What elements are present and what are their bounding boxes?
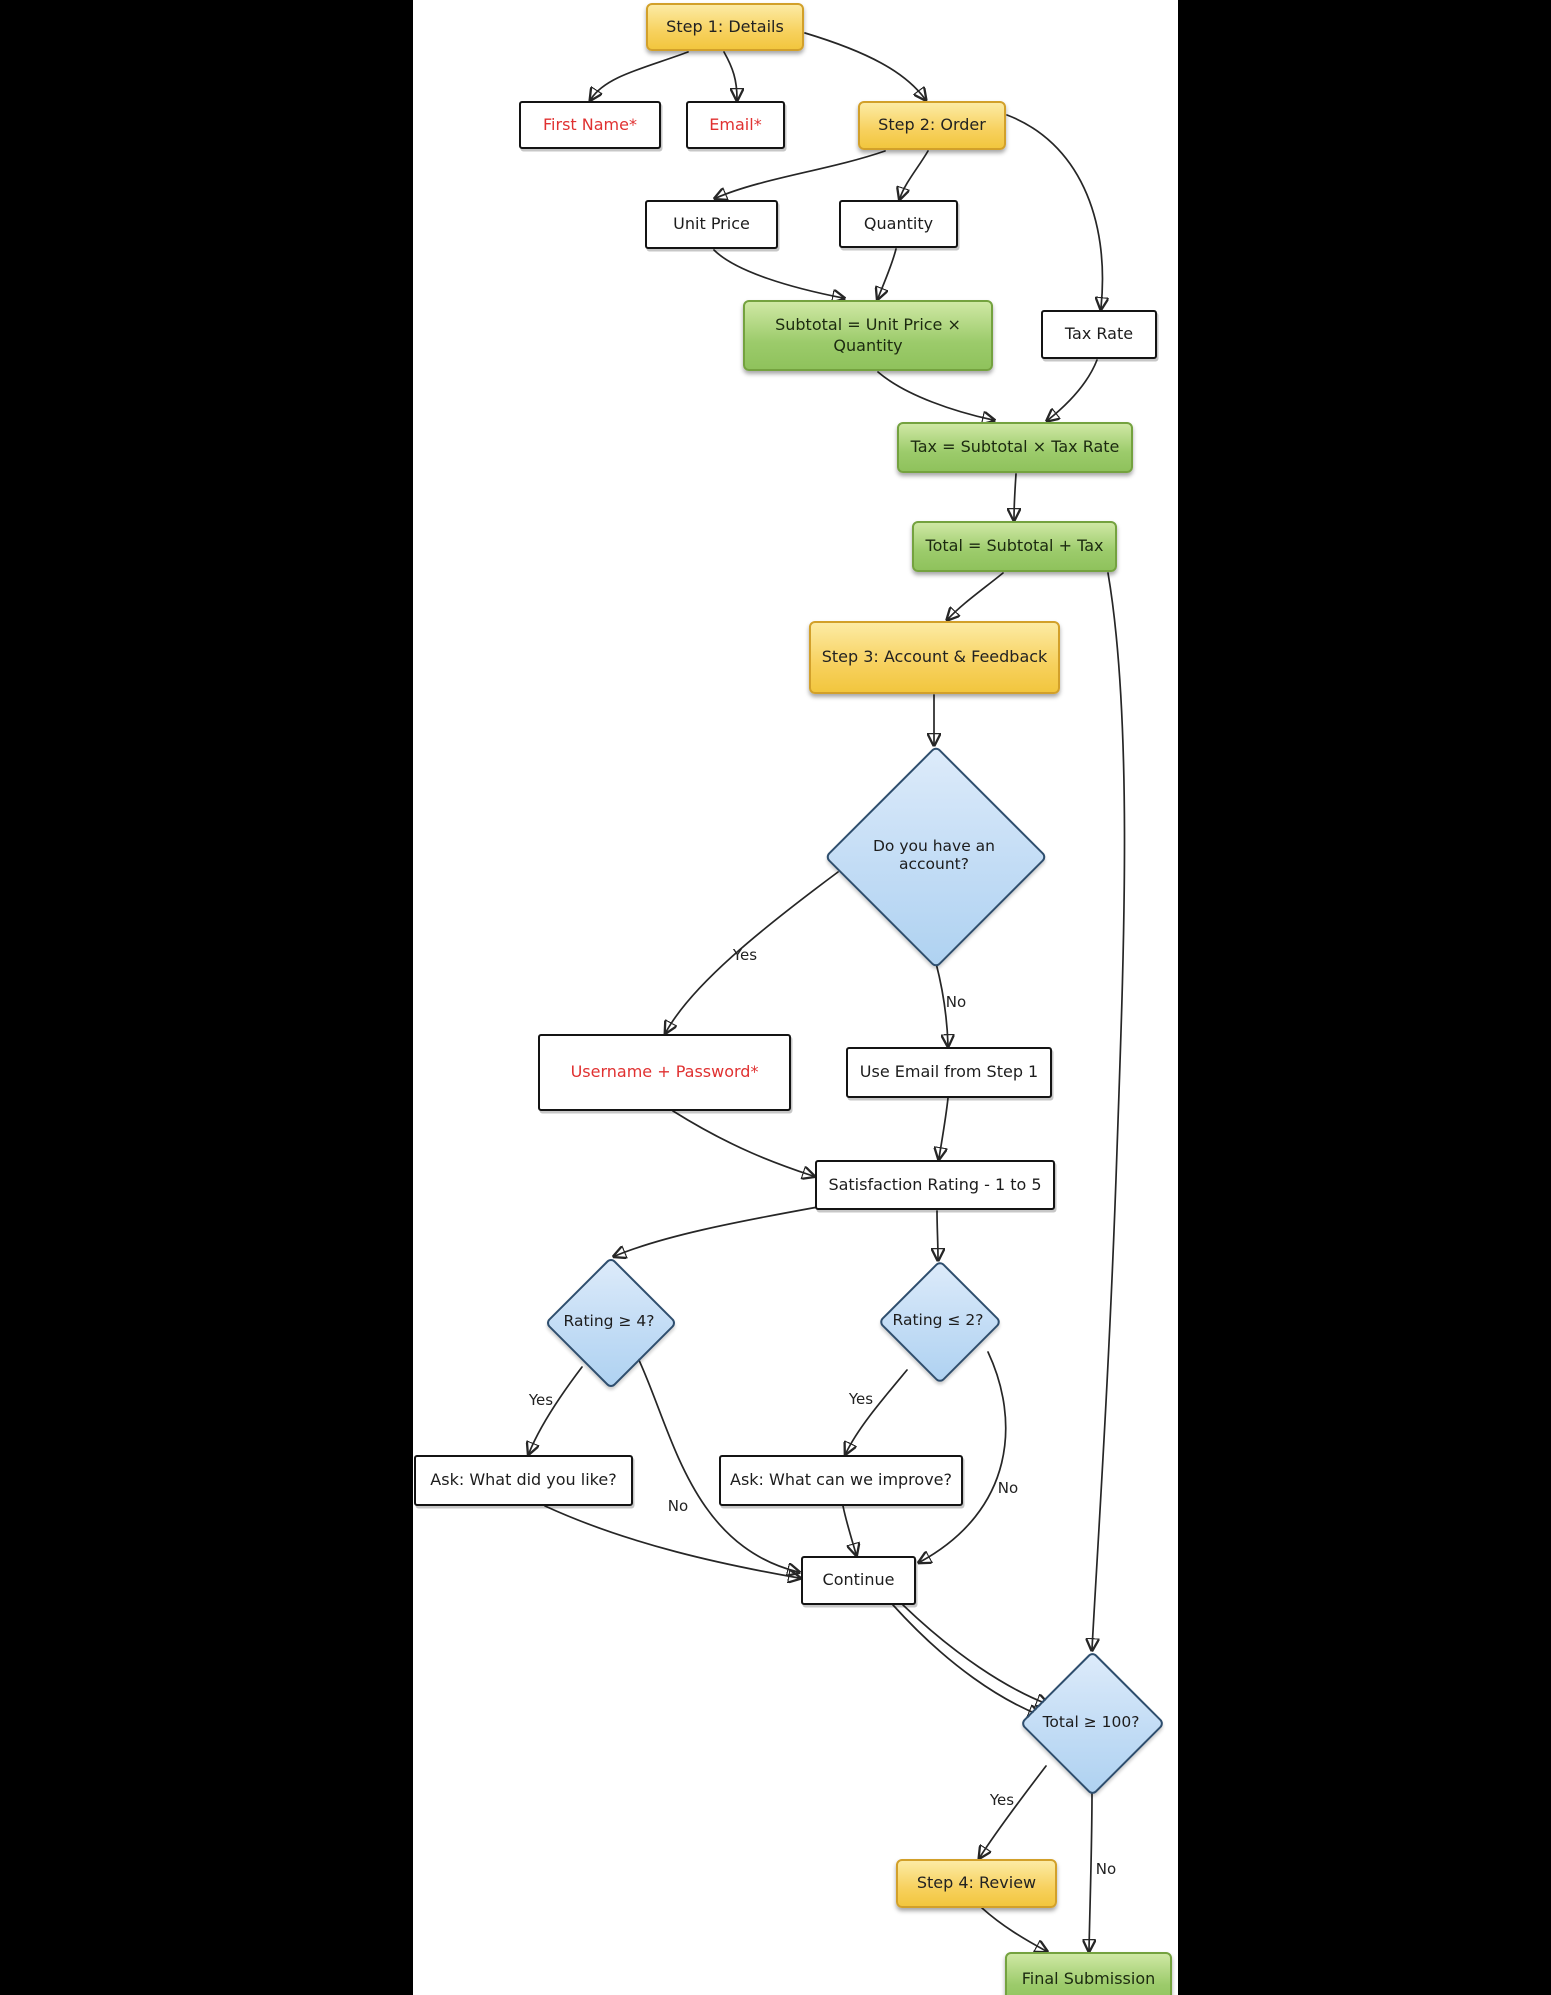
node-rating-ge4-label: Rating ≥ 4?: [563, 1312, 655, 1330]
node-subtotal: Subtotal = Unit Price × Quantity: [743, 300, 993, 371]
node-satisfaction-rating-label: Satisfaction Rating - 1 to 5: [828, 1174, 1042, 1194]
node-step1-label: Step 1: Details: [666, 16, 784, 36]
node-final-submission-label: Final Submission: [1021, 1969, 1156, 1989]
node-rating-le2-label: Rating ≤ 2?: [892, 1311, 984, 1329]
node-tax-rate: Tax Rate: [1041, 310, 1157, 359]
node-tax-rate-label: Tax Rate: [1064, 324, 1134, 344]
letterbox-right: [1178, 0, 1551, 1995]
node-have-account-label: Do you have an account?: [872, 837, 996, 873]
node-ask-like: Ask: What did you like?: [414, 1455, 633, 1506]
node-total-ge100-label: Total ≥ 100?: [1042, 1713, 1140, 1731]
edge-label-account-no: No: [945, 993, 967, 1011]
node-ask-like-label: Ask: What did you like?: [430, 1470, 617, 1490]
node-total-label: Total = Subtotal + Tax: [925, 536, 1104, 556]
node-first-name-label: First Name*: [543, 114, 637, 134]
node-step4-label: Step 4: Review: [916, 1873, 1037, 1893]
node-ask-improve-label: Ask: What can we improve?: [730, 1470, 952, 1490]
node-tax-label: Tax = Subtotal × Tax Rate: [910, 437, 1120, 457]
node-total-ge100: Total ≥ 100?: [1019, 1650, 1166, 1797]
node-ask-improve: Ask: What can we improve?: [719, 1455, 963, 1506]
node-unit-price: Unit Price: [645, 200, 778, 249]
node-step1: Step 1: Details: [646, 3, 804, 51]
node-tax: Tax = Subtotal × Tax Rate: [897, 422, 1133, 473]
node-continue: Continue: [801, 1556, 916, 1605]
node-unit-price-label: Unit Price: [673, 214, 750, 234]
edge-label-rating4-no: No: [667, 1497, 689, 1515]
node-username-password-label: Username + Password*: [570, 1062, 759, 1082]
node-quantity-label: Quantity: [863, 213, 934, 233]
node-username-password: Username + Password*: [538, 1034, 791, 1111]
letterbox-left: [0, 0, 413, 1995]
node-use-email: Use Email from Step 1: [846, 1047, 1052, 1098]
node-step4: Step 4: Review: [896, 1859, 1057, 1908]
node-first-name: First Name*: [519, 101, 661, 149]
node-step2: Step 2: Order: [858, 101, 1006, 150]
node-rating-le2: Rating ≤ 2?: [877, 1259, 1003, 1385]
node-step2-label: Step 2: Order: [878, 115, 986, 135]
node-step3-label: Step 3: Account & Feedback: [821, 647, 1048, 667]
node-email: Email*: [686, 101, 785, 149]
edge-label-rating2-no: No: [997, 1479, 1019, 1497]
node-use-email-label: Use Email from Step 1: [859, 1062, 1039, 1082]
edge-label-rating4-yes: Yes: [528, 1391, 554, 1409]
node-satisfaction-rating: Satisfaction Rating - 1 to 5: [815, 1160, 1055, 1210]
edge-label-account-yes: Yes: [732, 946, 758, 964]
node-have-account: Do you have an account?: [824, 745, 1048, 969]
node-final-submission: Final Submission: [1005, 1952, 1172, 1995]
node-quantity: Quantity: [839, 200, 958, 248]
node-step3: Step 3: Account & Feedback: [809, 621, 1060, 694]
node-rating-ge4: Rating ≥ 4?: [544, 1256, 678, 1390]
node-subtotal-label: Subtotal = Unit Price × Quantity: [775, 314, 961, 355]
edge-label-rating2-yes: Yes: [848, 1390, 874, 1408]
node-total: Total = Subtotal + Tax: [912, 521, 1117, 572]
node-continue-label: Continue: [822, 1570, 895, 1590]
node-email-label: Email*: [709, 114, 762, 134]
edge-label-total-yes: Yes: [989, 1791, 1015, 1809]
edge-label-total-no: No: [1095, 1860, 1117, 1878]
